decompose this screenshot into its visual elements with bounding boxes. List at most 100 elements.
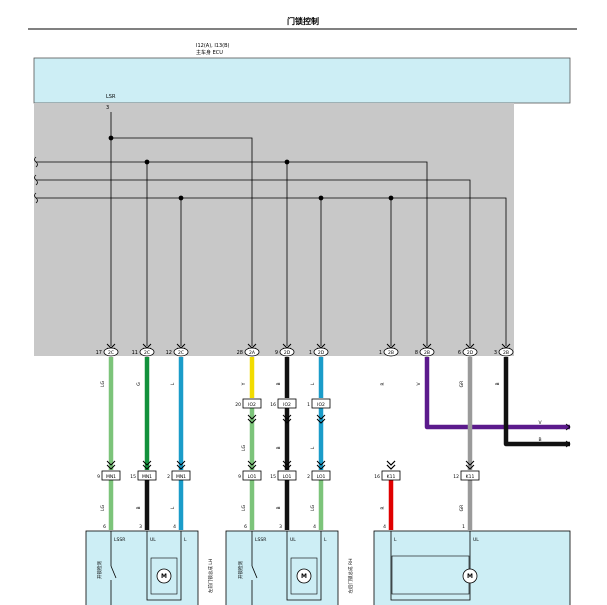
top-pin-connector-3 [244, 347, 260, 357]
lower-chevron-2-b [176, 464, 186, 470]
bus-3-dot-b [318, 195, 324, 201]
mid-connector-0 [242, 398, 262, 409]
door-lock-box-0 [85, 530, 199, 605]
door-lock-0-pin-1: 3 [139, 524, 142, 530]
door-lock-0-label-0: LSSR [114, 537, 125, 543]
mid-connector-num-0: 20 [235, 402, 241, 408]
top-wire-label-6: R [380, 382, 386, 385]
door-lock-0-pin-0: 6 [103, 524, 106, 530]
lock1-sw-blade [251, 565, 258, 579]
door-lock-1-label-1: UL [290, 537, 296, 543]
top-pin-num-0: 17 [96, 350, 102, 356]
mid-chevron-1-a [282, 414, 292, 420]
lock1-side-text: 左后门锁总成 RH [347, 559, 354, 594]
door-lock-2-label-0: L [394, 537, 397, 543]
mid-connector-id-0: IO2 [248, 402, 256, 408]
lower-connector-num-2: 2 [167, 474, 170, 480]
top-wire-label-7: V [416, 382, 422, 386]
lock2-motor-letter: M [467, 573, 473, 580]
lower-wire-label-7: GR [459, 505, 465, 512]
top-wire-label-5: L [310, 382, 316, 385]
lower-chevron-0-a [106, 460, 116, 466]
lower-connector-1 [137, 470, 157, 481]
break-mark-0 [34, 156, 38, 168]
lower-chevron-3-b [247, 464, 257, 470]
top-pin-conn-1: 2C [144, 350, 150, 356]
ecu-internal-block [34, 103, 514, 356]
side-wire-arrow-1 [565, 440, 571, 448]
mid-chevron-2-a [316, 414, 326, 420]
lower-connector-num-6: 16 [374, 474, 380, 480]
lower-wire-label-4: B [276, 506, 282, 509]
top-pin-connector-9 [498, 347, 514, 357]
bus-3 [36, 197, 507, 346]
mid-chevron-1-b [282, 418, 292, 424]
top-pin-connector-1 [139, 347, 155, 357]
top-pin-conn-4: 2D [284, 350, 291, 356]
top-pin-connector-6 [383, 347, 399, 357]
top-pin-num-5: 1 [309, 350, 312, 356]
lower-chevron-1-b [142, 464, 152, 470]
lock0-switch-text: 开锁检测 [96, 561, 103, 579]
lower-chevron-7-b [465, 464, 475, 470]
door-lock-1-pin-0: 6 [244, 524, 247, 530]
top-wire-label-8: GR [459, 381, 465, 388]
lower-connector-id-1: MN1 [142, 474, 152, 480]
lock0-motor-icon [156, 568, 172, 584]
mid-wire-label-2: L [310, 446, 316, 449]
lower-chevron-5-a [316, 460, 326, 466]
top-pin-num-4: 9 [275, 350, 278, 356]
lock0-side-text: 左前门锁总成 LH [207, 559, 214, 593]
side-wire-arrow-0 [565, 423, 571, 431]
mid-connector-1 [277, 398, 297, 409]
top-wire-label-3: Y [241, 382, 247, 386]
top-pin-num-8: 6 [458, 350, 461, 356]
mid-connector-2 [311, 398, 331, 409]
lock1-motor-loop [286, 531, 322, 601]
break-mark-2 [34, 192, 38, 204]
lower-connector-id-3: LO1 [248, 474, 257, 480]
door-lock-1-pin-1: 3 [279, 524, 282, 530]
lower-connector-num-7: 12 [453, 474, 459, 480]
door-lock-0-pin-2: 4 [173, 524, 176, 530]
bus-3-dot-a [178, 195, 184, 201]
top-pin-conn-6: 2B [388, 350, 394, 356]
top-pin-num-3: 28 [237, 350, 243, 356]
top-pin-num-7: 8 [415, 350, 418, 356]
lock0-sw-blade [110, 565, 117, 579]
top-wire-label-9: B [495, 382, 501, 385]
top-pin-connector-2 [173, 347, 189, 357]
lower-connector-id-5: LO1 [317, 474, 326, 480]
mid-connector-num-2: 1 [307, 402, 310, 408]
top-pin-conn-3: 2A [249, 350, 256, 356]
mid-chevron-2-b [316, 418, 326, 424]
top-pin-connector-4 [279, 347, 295, 357]
lower-chevron-1-a [142, 460, 152, 466]
lower-connector-4 [277, 470, 297, 481]
lower-connector-num-3: 9 [238, 474, 241, 480]
lsr-junction [108, 135, 114, 141]
lsr-pin: 3 [106, 105, 109, 111]
lower-chevron-2-a [176, 460, 186, 466]
lower-connector-0 [101, 470, 121, 481]
lock1-motor-letter: M [301, 573, 307, 580]
door-lock-box-2 [373, 530, 571, 605]
top-pin-num-2: 12 [166, 350, 172, 356]
door-lock-0-label-1: UL [150, 537, 156, 543]
ecu-name: 主车身 ECU [196, 49, 223, 56]
top-pin-connector-5 [313, 347, 329, 357]
lower-chevron-0-b [106, 464, 116, 470]
lower-chevron-3-a [247, 460, 257, 466]
side-wire-label-1: B [538, 437, 541, 443]
mid-wire-label-1: B [276, 446, 282, 449]
internal-bus-lines [34, 112, 507, 346]
mid-connector-num-1: 16 [270, 402, 276, 408]
lower-wire-label-5: LG [310, 504, 316, 511]
lsr-label: LSR [106, 94, 116, 100]
door-lock-1-label-2: L [324, 537, 327, 543]
